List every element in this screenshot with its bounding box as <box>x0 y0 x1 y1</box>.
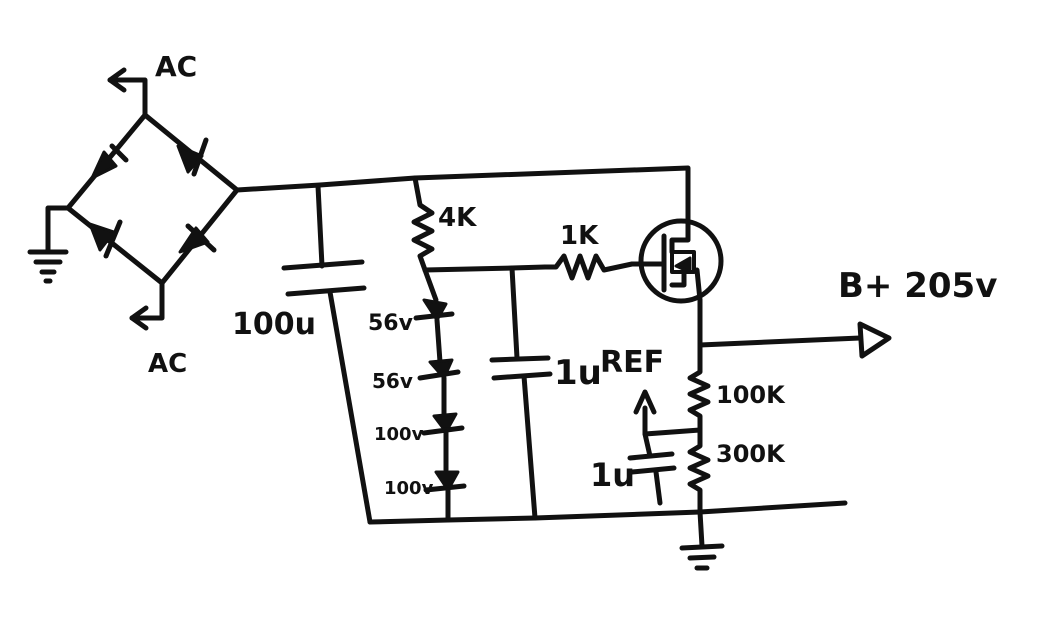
ground-right-icon <box>679 509 725 571</box>
mosfet-icon <box>638 197 724 304</box>
reference-capacitor: 1u <box>489 265 602 521</box>
ref-arrow-icon <box>633 389 657 415</box>
main-capacitor-label: 100u <box>232 307 316 342</box>
zener-100v-a-label: 100v <box>374 424 424 445</box>
resistor-4k-label: 4K <box>438 203 477 233</box>
bridge-diode-ul <box>90 143 129 180</box>
zener-100v-b-label: 100v <box>384 478 434 499</box>
main-capacitor: 100u <box>232 183 373 525</box>
resistor-300k: 300K <box>687 427 786 515</box>
zener-56v-a-icon: 56v <box>368 298 455 336</box>
ac-top-label: AC <box>155 50 197 83</box>
resistor-4k: 4K <box>411 175 477 273</box>
zener-56v-b-icon: 56v <box>372 358 461 393</box>
reference-node <box>422 264 548 273</box>
reference-capacitor-label: 1u <box>554 353 602 393</box>
zener-stack: 56v 56v 100v 100v <box>368 267 467 523</box>
ac-top-terminal: AC <box>107 50 197 118</box>
b-plus-output: B+ 205v <box>697 266 997 359</box>
b-plus-output-label: B+ 205v <box>838 266 997 306</box>
bridge-rectifier <box>65 112 240 286</box>
ac-bottom-label: AC <box>148 349 187 379</box>
zener-100v-a-icon: 100v <box>374 412 465 445</box>
resistor-100k-label: 100K <box>716 381 786 409</box>
bridge-diode-ur <box>176 137 209 177</box>
ref-label: REF <box>600 345 664 380</box>
resistor-1k-label: 1K <box>560 221 599 251</box>
bridge-diode-ll <box>88 219 123 259</box>
resistor-300k-label: 300K <box>716 440 786 468</box>
zener-56v-a-label: 56v <box>368 311 414 336</box>
ac-bottom-terminal: AC <box>129 280 187 379</box>
ground-rail <box>367 500 848 525</box>
feedback-capacitor-label: 1u <box>590 456 635 494</box>
zener-100v-b-icon: 100v <box>384 470 467 499</box>
positive-rail <box>234 165 691 203</box>
zener-56v-b-label: 56v <box>372 369 413 393</box>
bridge-diode-lr <box>178 223 217 254</box>
feedback-capacitor: 1u <box>590 431 677 506</box>
ground-left-icon <box>27 205 71 284</box>
resistor-1k: 1K <box>542 221 667 281</box>
resistor-100k: 100K <box>687 342 786 433</box>
